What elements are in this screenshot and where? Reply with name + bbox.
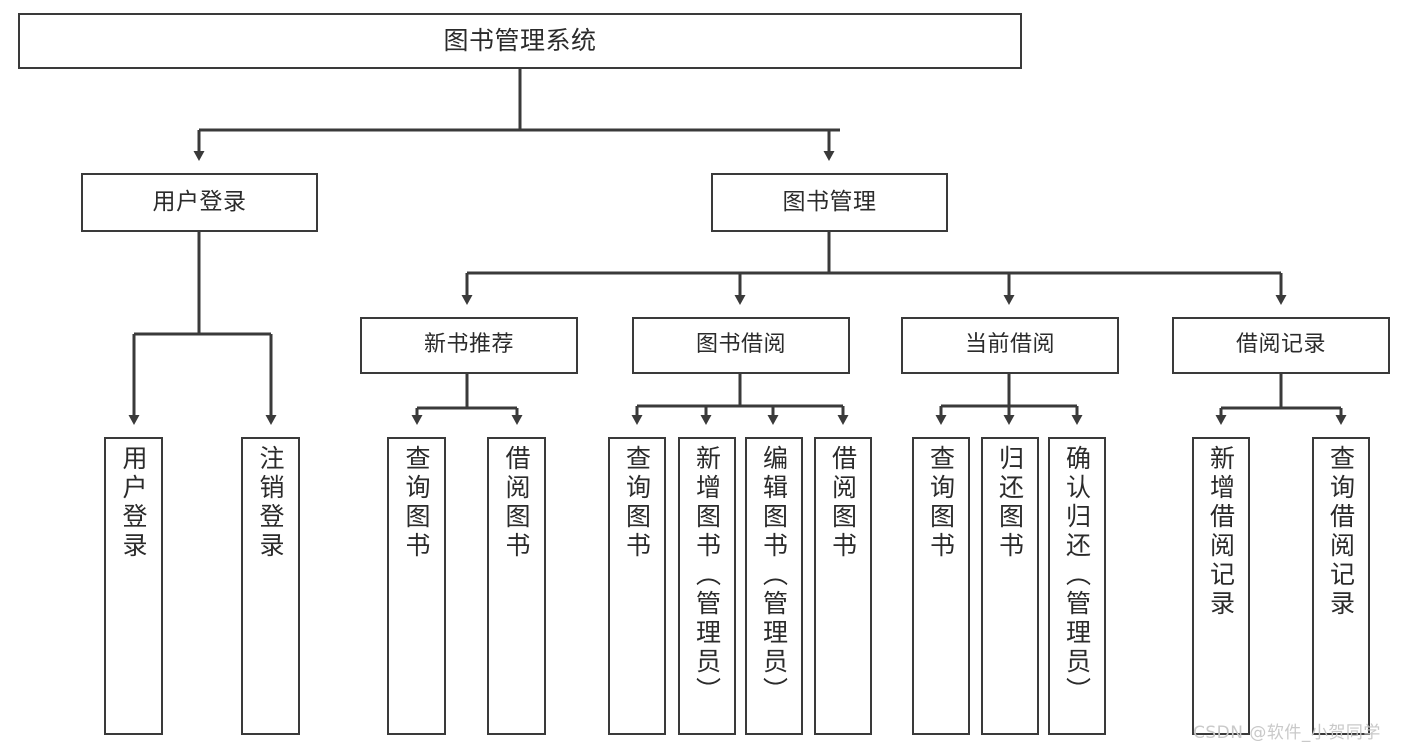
node-leaf-borrow-query[interactable]: 查询图书 [608, 437, 666, 735]
node-leaf-user-logout[interactable]: 注销登录 [241, 437, 300, 735]
node-leaf-borrow-edit-label: 编辑图书（管理员） [759, 445, 789, 706]
node-leaf-borrow-add[interactable]: 新增图书（管理员） [678, 437, 736, 735]
node-new-book-rec-label: 新书推荐 [423, 332, 514, 358]
node-leaf-user-login[interactable]: 用户登录 [104, 437, 163, 735]
node-current-borrow[interactable]: 当前借阅 [901, 317, 1119, 374]
node-leaf-cur-query[interactable]: 查询图书 [912, 437, 970, 735]
csdn-watermark: CSDN @软件_小贺同学 [1193, 723, 1381, 743]
node-new-book-rec[interactable]: 新书推荐 [360, 317, 578, 374]
node-root[interactable]: 图书管理系统 [18, 13, 1022, 69]
node-leaf-rec-borrow-label: 借阅图书 [502, 445, 531, 561]
node-leaf-rec-add[interactable]: 新增借阅记录 [1192, 437, 1250, 735]
node-leaf-cur-confirm[interactable]: 确认归还（管理员） [1048, 437, 1106, 735]
node-book-manage[interactable]: 图书管理 [711, 173, 948, 232]
node-user-login-label: 用户登录 [152, 188, 247, 215]
node-book-borrow-label: 图书借阅 [695, 332, 786, 358]
node-leaf-borrow-lend[interactable]: 借阅图书 [814, 437, 872, 735]
node-book-manage-label: 图书管理 [782, 188, 877, 215]
node-leaf-borrow-edit[interactable]: 编辑图书（管理员） [745, 437, 803, 735]
node-leaf-borrow-add-label: 新增图书（管理员） [692, 445, 722, 706]
node-book-borrow[interactable]: 图书借阅 [632, 317, 850, 374]
node-leaf-rec-add-label: 新增借阅记录 [1206, 445, 1236, 619]
node-leaf-rec-borrow[interactable]: 借阅图书 [487, 437, 546, 735]
node-leaf-user-login-label: 用户登录 [119, 445, 148, 561]
node-leaf-rec-query2[interactable]: 查询借阅记录 [1312, 437, 1370, 735]
node-leaf-rec-query-label: 查询图书 [402, 445, 431, 561]
node-leaf-cur-query-label: 查询图书 [926, 445, 956, 561]
node-leaf-borrow-query-label: 查询图书 [622, 445, 652, 561]
node-leaf-rec-query[interactable]: 查询图书 [387, 437, 446, 735]
node-leaf-cur-return[interactable]: 归还图书 [981, 437, 1039, 735]
node-borrow-record[interactable]: 借阅记录 [1172, 317, 1390, 374]
node-user-login[interactable]: 用户登录 [81, 173, 318, 232]
node-current-borrow-label: 当前借阅 [964, 332, 1055, 358]
node-borrow-record-label: 借阅记录 [1235, 332, 1326, 358]
node-leaf-rec-query2-label: 查询借阅记录 [1326, 445, 1356, 619]
node-leaf-cur-return-label: 归还图书 [995, 445, 1025, 561]
node-leaf-cur-confirm-label: 确认归还（管理员） [1062, 445, 1092, 706]
node-root-label: 图书管理系统 [443, 26, 597, 56]
node-leaf-user-logout-label: 注销登录 [256, 445, 285, 561]
node-leaf-borrow-lend-label: 借阅图书 [828, 445, 858, 561]
